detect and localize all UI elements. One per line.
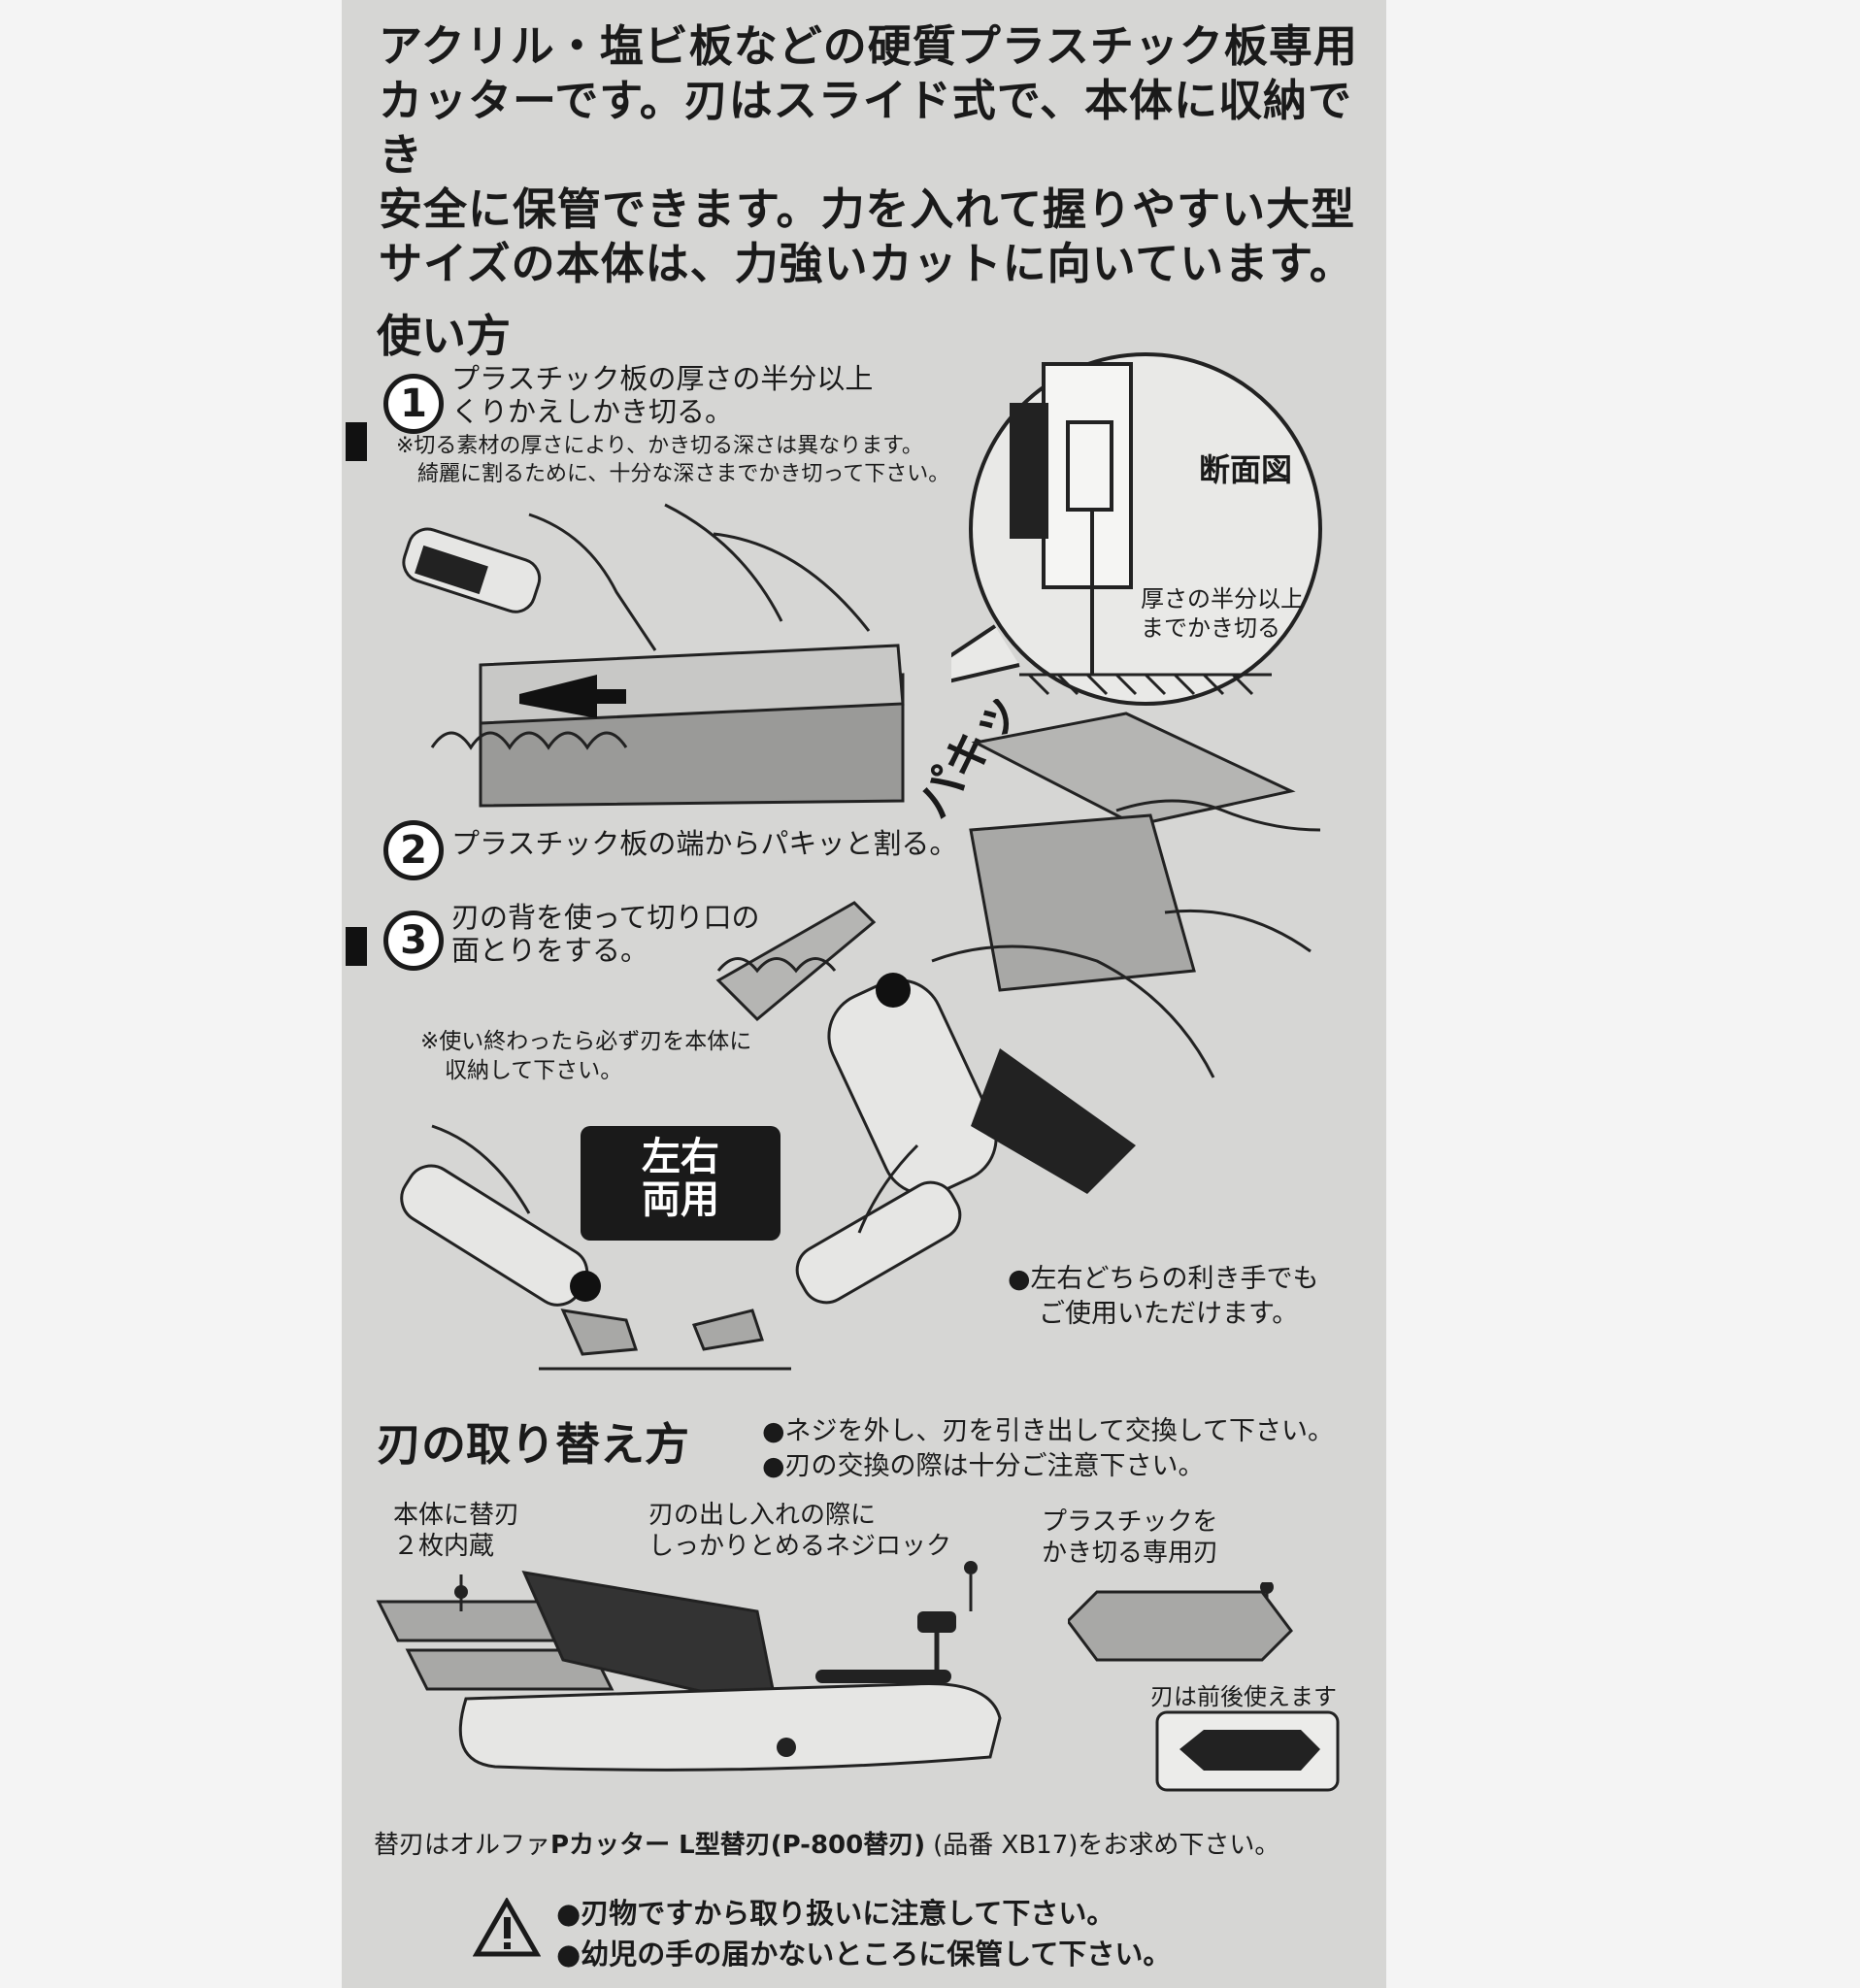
warning-line: ●幼児の手の届かないところに保管して下さい。 <box>556 1938 1172 1971</box>
note-line: 収納して下さい。 <box>445 1058 623 1083</box>
reversible-icon <box>1155 1710 1340 1792</box>
intro-line: アクリル・塩ビ板などの硬質プラスチック板専用 <box>379 20 1358 72</box>
replace-heading: 刃の取り替え方 <box>377 1418 689 1471</box>
step-1-text: プラスチック板の厚さの半分以上 くりかえしかき切る。 <box>451 362 873 428</box>
note-line: 綺麗に割るために、十分な深さまでかき切って下さい。 <box>417 462 950 486</box>
note-line: ※切る素材の厚さにより、かき切る深さは異なります。 <box>396 434 923 458</box>
step-1-line: くりかえしかき切る。 <box>451 395 734 428</box>
badge-line: 左右 <box>642 1135 719 1179</box>
intro-line: 安全に保管できます。力を入れて握りやすい大型 <box>379 183 1356 235</box>
step-3-line: 面とりをする。 <box>451 934 649 967</box>
spare-blade-diagram <box>1068 1582 1293 1662</box>
replace-bullet: ●刃の交換の際は十分ご注意下さい。 <box>762 1451 1205 1481</box>
cutter-diagram <box>376 1561 1002 1772</box>
screw-lock-label: 刃の出し入れの際に しっかりとめるネジロック <box>648 1500 951 1562</box>
refill-text: (品番 XB17)をお求め下さい。 <box>933 1831 1280 1860</box>
spare-blade-label: 本体に替刃 ２枚内蔵 <box>393 1500 519 1562</box>
reversible-label: 刃は前後使えます <box>1150 1683 1337 1710</box>
chamfering-illustration <box>715 901 1215 1196</box>
step-2-number: 2 <box>383 820 444 880</box>
step-3-text: 刃の背を使って切り口の 面とりをする。 <box>451 901 760 967</box>
step-3-line: 刃の背を使って切り口の <box>451 901 760 934</box>
refill-text: 替刃はオルファ <box>374 1831 551 1860</box>
section-caption: 厚さの半分以上 <box>1141 585 1304 613</box>
ambidextrous-badge: 左右 両用 <box>581 1126 781 1241</box>
snap-sound-text: パキッ <box>906 699 1030 828</box>
refill-product: Pカッター L型替刃(P-800替刃) <box>550 1831 926 1860</box>
section-label: 断面図 <box>1199 451 1292 488</box>
step-3-number: 3 <box>383 911 444 971</box>
usage-heading: 使い方 <box>377 310 511 362</box>
plastic-blade-label: プラスチックを かき切る専用刃 <box>1042 1507 1218 1569</box>
note-line: ※使い終わったら必ず刃を本体に <box>420 1029 752 1054</box>
warning-icon <box>473 1898 541 1957</box>
replace-bullet: ●ネジを外し、刃を引き出して交換して下さい。 <box>762 1416 1334 1446</box>
label-line: しっかりとめるネジロック <box>648 1532 952 1561</box>
ambi-line: ご使用いただけます。 <box>1039 1299 1299 1329</box>
edge-mark <box>346 927 367 966</box>
label-line: 刃の出し入れの際に <box>648 1501 877 1530</box>
cutting-illustration <box>402 503 905 808</box>
step-1-line: プラスチック板の厚さの半分以上 <box>451 362 874 395</box>
ambi-line: ●左右どちらの利き手でも <box>1008 1264 1319 1294</box>
label-line: プラスチックを <box>1042 1508 1218 1537</box>
depth-note: ※切る素材の厚さにより、かき切る深さは異なります。 綺麗に割るために、十分な深さ… <box>396 432 949 488</box>
intro-line: カッターです。刃はスライド式で、本体に収納でき <box>379 75 1353 181</box>
section-caption: までかき切る <box>1141 614 1280 642</box>
warning-text: ●刃物ですから取り扱いに注意して下さい。 ●幼児の手の届かないところに保管して下… <box>556 1893 1171 1974</box>
badge-line: 両用 <box>642 1177 719 1222</box>
ambidextrous-text: ●左右どちらの利き手でも ご使用いただけます。 <box>1008 1262 1319 1332</box>
intro-text: アクリル・塩ビ板などの硬質プラスチック板専用 カッターです。刃はスライド式で、本… <box>379 19 1359 291</box>
ambidextrous-illustration <box>400 1124 962 1371</box>
step-1-number: 1 <box>383 374 444 434</box>
storage-note: ※使い終わったら必ず刃を本体に 収納して下さい。 <box>420 1027 751 1085</box>
label-line: 本体に替刃 <box>393 1501 520 1530</box>
step-2-text: プラスチック板の端からパキッと割る。 <box>451 827 958 860</box>
warning-line: ●刃物ですから取り扱いに注意して下さい。 <box>556 1897 1115 1930</box>
refill-notice: 替刃はオルファPカッター L型替刃(P-800替刃)(品番 XB17)をお求め下… <box>374 1825 1279 1861</box>
intro-line: サイズの本体は、力強いカットに向いています。 <box>379 238 1354 289</box>
replace-bullets: ●ネジを外し、刃を引き出して交換して下さい。 ●刃の交換の際は十分ご注意下さい。 <box>762 1414 1334 1484</box>
label-line: ２枚内蔵 <box>393 1532 495 1561</box>
cross-section-diagram: 断面図 厚さの半分以上 までかき切る <box>951 352 1322 706</box>
label-line: かき切る専用刃 <box>1042 1539 1219 1568</box>
edge-mark <box>346 422 367 461</box>
